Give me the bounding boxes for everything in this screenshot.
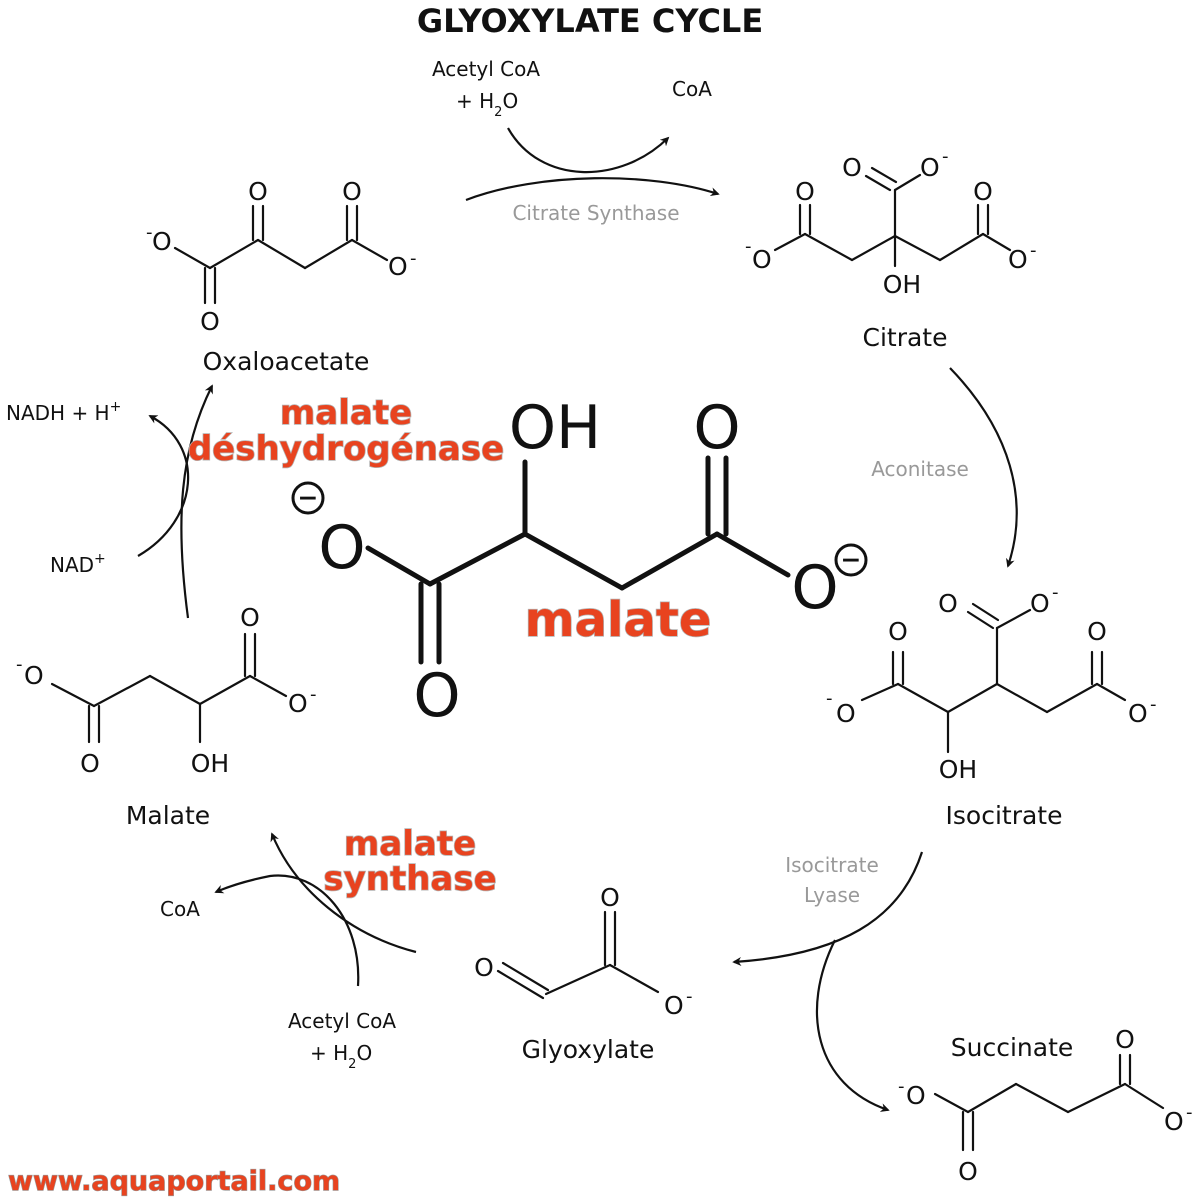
svg-text:-: -: [686, 986, 693, 1007]
svg-text:O: O: [664, 991, 684, 1020]
oxaloacetate-label: Oxaloacetate: [203, 347, 370, 376]
svg-text:-: -: [1052, 582, 1059, 603]
malate-synthase-arrow: [270, 832, 417, 954]
svg-text:O: O: [888, 617, 908, 646]
citrate-synthase-reaction: Acetyl CoA + H2O CoA Citrate Synthase: [432, 57, 720, 225]
svg-text:O: O: [152, 227, 172, 256]
svg-text:O: O: [318, 513, 365, 583]
isocitrate-lyase-arrow-to-succinate: [815, 939, 890, 1112]
website-link[interactable]: www.aquaportail.com: [7, 1165, 340, 1197]
aconitase-arrow: [949, 367, 1018, 568]
svg-text:O: O: [388, 252, 408, 281]
svg-text:O: O: [938, 589, 958, 618]
svg-text:O: O: [288, 689, 308, 718]
isocitrate-structure: O O - O O - O O - OH: [826, 582, 1157, 784]
isocitrate-label: Isocitrate: [946, 801, 1063, 830]
acetyl-coa-bottom-label: Acetyl CoA: [288, 1009, 396, 1033]
svg-text:O: O: [973, 177, 993, 206]
citrate-synthase-label: Citrate Synthase: [512, 201, 679, 225]
citrate-structure: O O - O O - O O - OH: [745, 146, 1037, 299]
svg-text:OH: OH: [509, 393, 601, 463]
svg-text:-: -: [826, 688, 833, 709]
svg-text:O: O: [1164, 1107, 1184, 1136]
nad-label: NAD+: [50, 551, 106, 577]
svg-text:−: −: [841, 545, 862, 574]
svg-text:O: O: [240, 603, 260, 632]
central-malate-structure: − O OH O O O −: [291, 393, 868, 731]
svg-text:O: O: [200, 307, 220, 336]
succinate-label: Succinate: [951, 1033, 1074, 1062]
nadh-label: NADH + H+: [6, 399, 121, 425]
acetyl-coa-top-label: Acetyl CoA: [432, 57, 540, 81]
acetyl-coa-bottom-side-arrow: [214, 874, 360, 987]
svg-text:O: O: [1087, 617, 1107, 646]
svg-text:O: O: [413, 661, 460, 731]
svg-text:OH: OH: [191, 749, 229, 778]
malate-synthase-highlight-line2: synthase: [323, 859, 496, 899]
svg-text:O: O: [906, 1081, 926, 1110]
svg-text:-: -: [146, 222, 153, 243]
svg-text:-: -: [898, 1076, 905, 1097]
succinate-structure: - O O O O -: [898, 1025, 1193, 1186]
water-bottom-label: + H2O: [310, 1041, 372, 1072]
svg-text:O: O: [342, 177, 362, 206]
svg-text:O: O: [80, 749, 100, 778]
svg-text:−: −: [298, 483, 319, 512]
svg-text:O: O: [1115, 1025, 1135, 1054]
svg-text:O: O: [693, 393, 740, 463]
svg-text:-: -: [745, 236, 752, 257]
isocitrate-lyase-arrow-to-glyoxylate: [732, 851, 924, 967]
acetyl-coa-side-arrow: [507, 127, 670, 174]
nad-side-arrow: [137, 415, 190, 557]
glyoxylate-label: Glyoxylate: [522, 1035, 655, 1064]
svg-text:O: O: [920, 153, 940, 182]
svg-text:O: O: [1030, 589, 1050, 618]
central-malate-highlight: malate: [525, 592, 712, 648]
malate-synthase-reaction: CoA Acetyl CoA + H2O: [160, 832, 417, 1072]
diagram-title: GLYOXYLATE CYCLE: [417, 2, 763, 40]
svg-text:-: -: [1150, 694, 1157, 715]
svg-text:O: O: [791, 553, 838, 623]
svg-text:O: O: [752, 245, 772, 274]
svg-text:O: O: [600, 883, 620, 912]
svg-text:O: O: [248, 177, 268, 206]
svg-text:O: O: [1128, 699, 1148, 728]
coa-top-label: CoA: [672, 77, 712, 101]
svg-text:-: -: [1186, 1102, 1193, 1123]
isocitrate-lyase-label-line2: Lyase: [804, 883, 860, 907]
citrate-label: Citrate: [863, 323, 948, 352]
oxaloacetate-structure: - O O O O O -: [146, 177, 417, 336]
svg-text:-: -: [410, 248, 417, 269]
water-top-label: + H2O: [456, 89, 518, 120]
charge-right: [834, 543, 868, 577]
aconitase-label: Aconitase: [871, 457, 969, 481]
svg-text:O: O: [958, 1157, 978, 1186]
malate-dehydrogenase-highlight-line1: malate: [280, 393, 412, 433]
charge-left: [291, 481, 325, 515]
glyoxylate-structure: O O O -: [474, 883, 692, 1020]
svg-text:O: O: [842, 153, 862, 182]
malate-structure-small: - O O O - O OH: [16, 603, 317, 778]
svg-text:-: -: [1030, 240, 1037, 261]
coa-bottom-label: CoA: [160, 897, 200, 921]
malate-synthase-highlight-line1: malate: [344, 824, 476, 864]
svg-text:OH: OH: [939, 755, 977, 784]
svg-text:O: O: [24, 661, 44, 690]
svg-text:O: O: [474, 953, 494, 982]
svg-text:O: O: [795, 177, 815, 206]
citrate-synthase-arrow: [465, 177, 720, 202]
isocitrate-lyase-label-line1: Isocitrate: [785, 853, 879, 877]
malate-dehydrogenase-highlight-line2: déshydrogénase: [188, 429, 504, 469]
malate-dehydrogenase-arrow: [180, 384, 213, 619]
malate-label: Malate: [126, 801, 210, 830]
svg-text:O: O: [836, 699, 856, 728]
svg-text:OH: OH: [883, 270, 921, 299]
svg-text:-: -: [310, 684, 317, 705]
svg-text:-: -: [942, 146, 949, 167]
svg-text:-: -: [16, 654, 23, 675]
malate-dehydrogenase-reaction: NADH + H+ NAD+: [6, 384, 213, 619]
svg-text:O: O: [1008, 245, 1028, 274]
